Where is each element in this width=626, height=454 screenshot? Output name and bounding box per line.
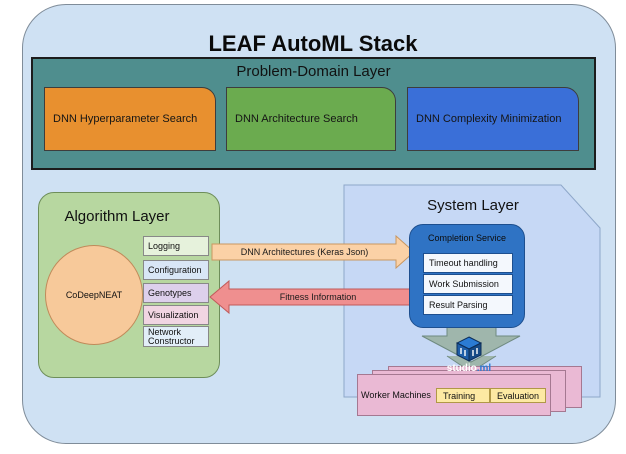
worker-machines-label: Worker Machines (361, 390, 431, 400)
studioml-logo-prefix: studio (446, 362, 477, 374)
completion-service-title: Completion Service (427, 233, 507, 243)
training-chip: Training (436, 388, 490, 403)
system-layer-title: System Layer (427, 196, 519, 214)
architectures-arrow-label: DNN Architectures (Keras Json) (240, 247, 369, 257)
hyperparameter-search-box: DNN Hyperparameter Search (44, 87, 216, 151)
architectures-arrow (211, 234, 415, 270)
studioml-cube-icon (456, 336, 482, 362)
genotypes-module: Genotypes (143, 283, 209, 303)
visualization-module: Visualization (143, 305, 209, 325)
timeout-handling-item: Timeout handling (423, 253, 513, 273)
problem-domain-title: Problem-Domain Layer (236, 62, 391, 80)
network-constructor-module: Network Constructor (143, 326, 209, 347)
codeepneat-node: CoDeepNEAT (45, 245, 143, 345)
studioml-logo-text: studio.ml (443, 362, 495, 374)
result-parsing-item: Result Parsing (423, 295, 513, 315)
studioml-logo-suffix: .ml (476, 362, 492, 374)
fitness-arrow (209, 279, 415, 315)
logging-module: Logging (143, 236, 209, 256)
complexity-minimization-box: DNN Complexity Minimization (407, 87, 579, 151)
evaluation-chip: Evaluation (490, 388, 546, 403)
work-submission-item: Work Submission (423, 274, 513, 294)
configuration-module: Configuration (143, 260, 209, 280)
algorithm-layer-title: Algorithm Layer (64, 207, 170, 225)
architecture-search-box: DNN Architecture Search (226, 87, 396, 151)
fitness-arrow-label: Fitness Information (279, 292, 357, 302)
diagram-title: LEAF AutoML Stack (208, 31, 418, 56)
